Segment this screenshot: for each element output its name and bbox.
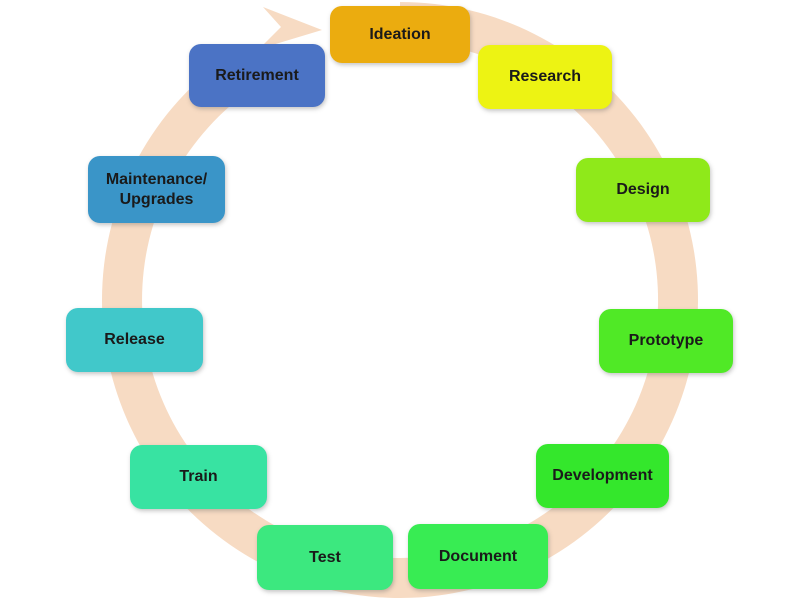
- stage-development-label: Development: [552, 467, 653, 484]
- stage-document-label: Document: [438, 547, 518, 565]
- stage-design-label: Design: [616, 181, 670, 198]
- stage-retirement: Retirement: [189, 44, 325, 107]
- stage-retirement-label: Retirement: [215, 66, 299, 84]
- stage-document: Document: [408, 524, 548, 589]
- stage-prototype-label: Prototype: [628, 332, 704, 349]
- stage-prototype: Prototype: [599, 309, 733, 373]
- stage-maintenance-upgrades: Maintenance/ Upgrades: [88, 156, 225, 223]
- stage-train-label: Train: [179, 468, 218, 485]
- stage-ideation-label: Ideation: [369, 25, 431, 43]
- cycle-arrowhead-icon: [259, 7, 322, 49]
- stage-research-label: Research: [508, 68, 582, 85]
- stage-release: Release: [66, 308, 203, 372]
- stage-test-label: Test: [309, 548, 341, 566]
- stage-maintenance-upgrades-label: Maintenance/ Upgrades: [105, 170, 208, 208]
- stage-ideation: Ideation: [330, 6, 470, 63]
- stage-train: Train: [130, 445, 267, 509]
- stage-design: Design: [576, 158, 710, 222]
- stage-research: Research: [478, 45, 612, 109]
- stage-release-label: Release: [104, 331, 165, 348]
- stage-development: Development: [536, 444, 669, 508]
- stage-test: Test: [257, 525, 393, 590]
